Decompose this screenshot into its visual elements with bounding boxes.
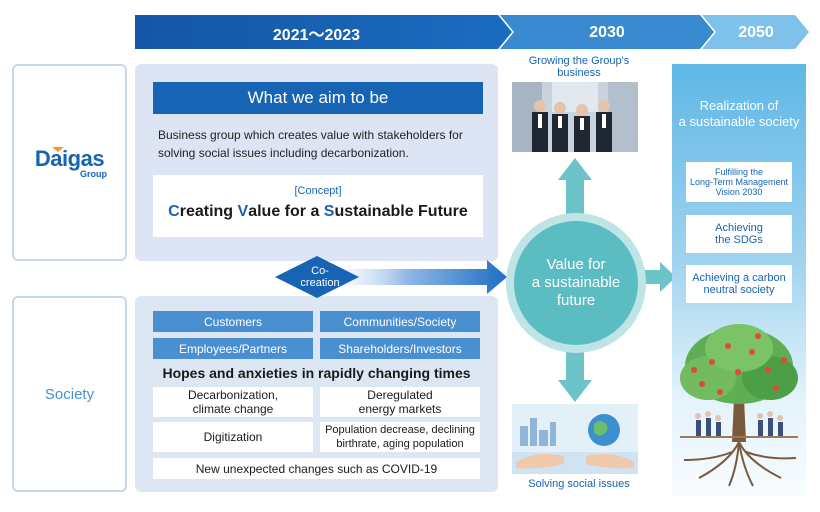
stakeholder-communities: Communities/Society	[320, 311, 480, 332]
business-team-photo	[512, 82, 638, 152]
concept-tag: [Concept]	[294, 185, 342, 197]
daigas-box: Daigas Group	[12, 64, 127, 261]
social-issues-photo	[512, 404, 638, 474]
society-label: Society	[44, 385, 95, 403]
timeline-period-1: 2021～2023	[272, 27, 361, 44]
cocreation-arrow	[275, 256, 507, 298]
aim-description: Business group which creates value with …	[158, 128, 463, 160]
issue-digitization: Digitization	[153, 422, 313, 452]
daigas-logo: Daigas	[34, 146, 105, 171]
goal-sdgs: Achieving the SDGs	[686, 215, 792, 253]
aim-title: What we aim to be	[153, 82, 483, 114]
tree-illustration	[680, 324, 798, 487]
concept-title: Creating Value for a Sustainable Future	[168, 203, 468, 220]
daigas-logo-sub: Group	[80, 169, 107, 179]
issue-covid: New unexpected changes such as COVID-19	[153, 458, 480, 479]
realization-title: Realization of a sustainable society	[678, 98, 800, 129]
timeline	[135, 15, 809, 49]
issue-deregulated: Deregulated energy markets	[320, 387, 480, 417]
stakeholder-employees: Employees/Partners	[153, 338, 313, 359]
concept-box: [Concept] Creating Value for a Sustainab…	[153, 175, 483, 237]
society-box: Society	[12, 296, 127, 492]
goal-carbon-neutral: Achieving a carbon neutral society	[686, 265, 792, 303]
hopes-title: Hopes and anxieties in rapidly changing …	[162, 365, 471, 381]
arrow-right	[640, 262, 676, 292]
cocreation-diamond	[275, 256, 359, 298]
timeline-arrow-2050	[702, 15, 809, 49]
stakeholder-shareholders: Shareholders/Investors	[320, 338, 480, 359]
arrow-down	[558, 340, 592, 402]
goal-vision-2030: Fulfilling the Long-Term Management Visi…	[686, 162, 792, 202]
solving-caption: Solving social issues	[528, 478, 630, 490]
cocreation-label: Co- creation	[300, 265, 340, 289]
center-arrows	[558, 158, 676, 402]
issue-decarbonization: Decarbonization, climate change	[153, 387, 313, 417]
timeline-period-3: 2050	[738, 24, 774, 41]
timeline-arrow-2021	[135, 15, 512, 49]
timeline-period-2: 2030	[589, 24, 625, 41]
logo-accent-icon	[52, 140, 64, 152]
issue-population: Population decrease, declining birthrate…	[320, 422, 480, 452]
timeline-arrow-2030	[500, 15, 714, 49]
arrow-up	[558, 158, 592, 222]
value-circle: Value for a sustainable future	[514, 221, 638, 345]
stakeholder-customers: Customers	[153, 311, 313, 332]
growing-caption: Growing the Group's business	[528, 55, 630, 79]
